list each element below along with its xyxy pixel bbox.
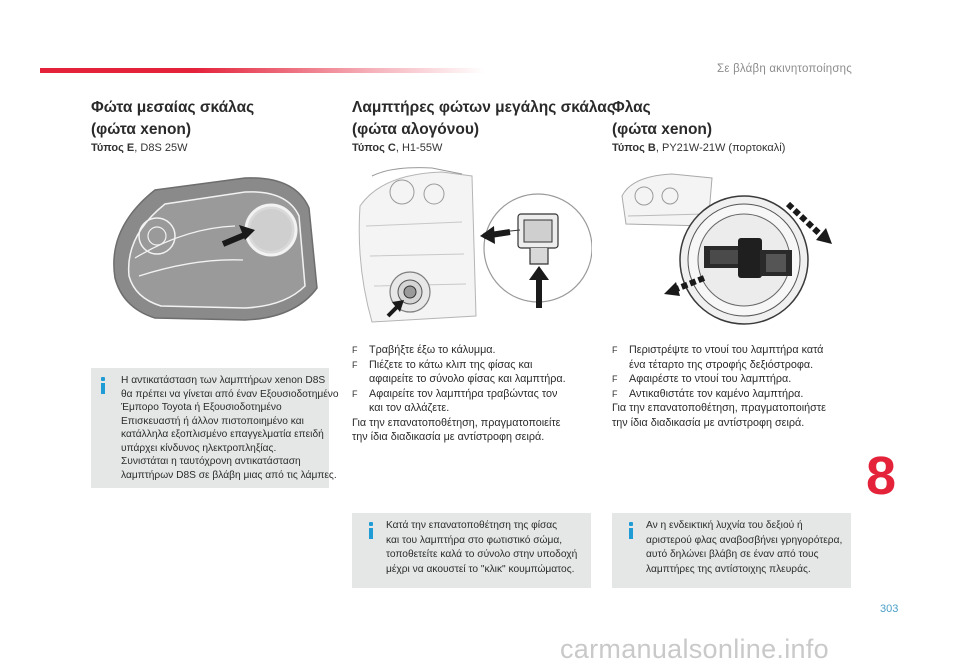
indicator-note: Αν η ενδεικτική λυχνία του δεξιού ή αρισ… (612, 513, 851, 588)
step-item: F Αντικαθιστάτε τον καμένο λαμπτήρα. (612, 387, 804, 400)
step-item: F Τραβήξτε έξω το κάλυμμα. (352, 344, 496, 356)
page-number: 303 (880, 603, 899, 615)
step-item: F Αφαιρέστε το ντουί του λαμπτήρα. (612, 373, 792, 385)
info-icon (626, 522, 635, 539)
indicator-title: Φλας (φώτα xenon) (612, 99, 713, 138)
xenon-headlamp-illustration (95, 168, 330, 338)
halogen-headlamp-illustration (352, 166, 592, 330)
halogen-highbeam-title: Λαμπτήρες φώτων μεγάλης σκάλας (φώτα αλο… (352, 99, 615, 138)
step-item: F Πιέζετε το κάτω κλιπ της φίσας και αφα… (352, 358, 566, 386)
closing-text: την ίδια διαδικασία με αντίστροφη σειρά. (352, 431, 545, 443)
watermark-text: carmanualsonline.info (560, 634, 829, 664)
halogen-steps: F Τραβήξτε έξω το κάλυμμα. F Πιέζετε το … (352, 343, 566, 445)
indicator-type: Τύπος B, PY21W-21W (πορτοκαλί) (612, 142, 786, 154)
halogen-highbeam-type: Τύπος C, H1-55W (352, 142, 443, 154)
closing-text: την ίδια διαδικασία με αντίστροφη σειρά. (612, 416, 805, 429)
closing-text: Για την επανατοποθέτηση, πραγματοποιείτε (352, 416, 561, 429)
info-icon (366, 522, 375, 539)
xenon-lowbeam-title: Φώτα μεσαίας σκάλας (φώτα xenon) (91, 99, 255, 138)
closing-text: Για την επανατοποθέτηση, πραγματοποιήστε (612, 402, 826, 414)
step-item: F Αφαιρείτε τον λαμπτήρα τραβώντας τον κ… (352, 387, 558, 415)
header-accent-bar (40, 68, 485, 73)
section-title: Σε βλάβη ακινητοποίησης (717, 63, 852, 75)
info-icon (98, 377, 107, 394)
indicator-steps: F Περιστρέψτε το ντουί του λαμπτήρα κατά… (612, 343, 826, 430)
step-item: F Περιστρέψτε το ντουί του λαμπτήρα κατά… (612, 344, 824, 371)
indicator-lamp-illustration (612, 166, 852, 331)
chapter-number: 8 (866, 446, 897, 506)
xenon-lowbeam-type: Τύπος E, D8S 25W (91, 142, 188, 154)
halogen-refit-note: Κατά την επανατοποθέτηση της φίσας και τ… (352, 513, 591, 588)
xenon-replacement-note: Η αντικατάσταση των λαμπτήρων xenon D8S … (91, 368, 339, 488)
